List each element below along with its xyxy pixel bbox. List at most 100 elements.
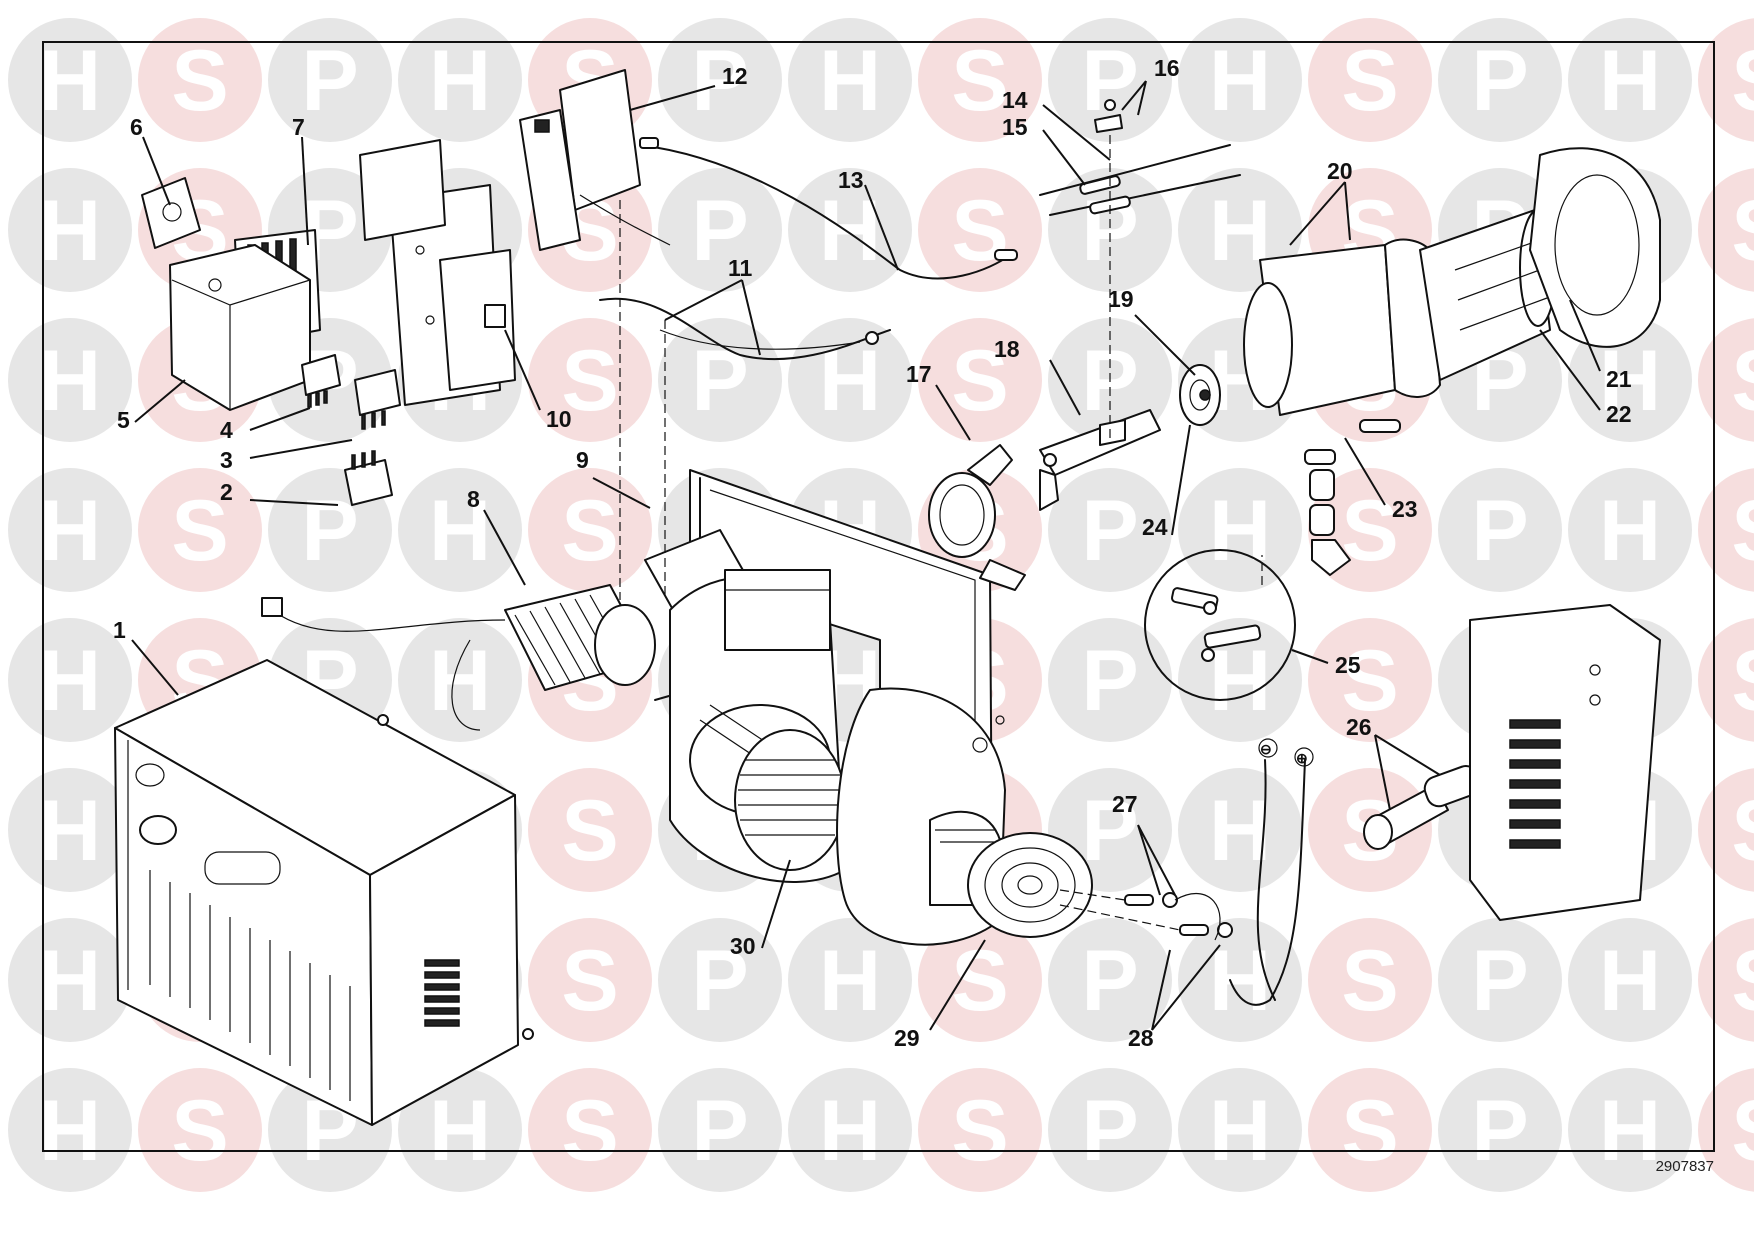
part-connector-3[interactable]: [354, 369, 401, 430]
watermark-letter: S: [1341, 483, 1398, 579]
part-mounting-plate[interactable]: [359, 139, 666, 600]
callout-14: 14: [1002, 87, 1028, 113]
watermark-letter: P: [301, 33, 358, 129]
watermark-disc: [788, 318, 912, 442]
callout-20: 20: [1327, 158, 1353, 184]
watermark-disc: [1308, 618, 1432, 742]
watermark-letter: P: [691, 333, 748, 429]
watermark-disc: [788, 168, 912, 292]
watermark-disc: [788, 1068, 912, 1192]
watermark-letter: S: [1341, 33, 1398, 129]
watermark-letter: H: [429, 1083, 491, 1179]
watermark-disc: [8, 618, 132, 742]
watermark-letter: P: [1081, 1083, 1138, 1179]
part-bracket[interactable]: [389, 184, 516, 406]
watermark-letter: S: [1731, 483, 1754, 579]
part-electrode-holder[interactable]: [1039, 409, 1161, 511]
callout-19: 19: [1108, 286, 1134, 312]
callout-2: 2: [220, 479, 233, 505]
watermark-disc: [1568, 1068, 1692, 1192]
watermark-disc: [1308, 918, 1432, 1042]
watermark-disc: [918, 1068, 1042, 1192]
watermark-letter: H: [39, 933, 101, 1029]
callout-22: 22: [1606, 401, 1632, 427]
part-gasket[interactable]: [1529, 147, 1661, 348]
watermark-disc: [788, 18, 912, 142]
watermark-disc: [1308, 1068, 1432, 1192]
watermark-letter: S: [1731, 333, 1754, 429]
watermark-disc: [398, 18, 522, 142]
watermark-disc: [1698, 18, 1754, 142]
callout-labels: 1 2 3 4 5 6 7 8 9 10 11 12 13 14 15 16 1…: [113, 55, 1632, 1051]
part-reset-button[interactable]: [141, 177, 201, 249]
watermark-disc: [918, 918, 1042, 1042]
watermark-disc: [268, 18, 392, 142]
watermark-letter: S: [1731, 33, 1754, 129]
part-motor[interactable]: [261, 584, 691, 731]
watermark-letter: S: [171, 483, 228, 579]
part-flange-clamp[interactable]: [928, 444, 1026, 591]
part-ignition-leads[interactable]: [599, 137, 1018, 360]
watermark-disc: [528, 768, 652, 892]
watermark-letter: P: [691, 933, 748, 1029]
callout-11: 11: [728, 255, 753, 281]
part-side-panel[interactable]: [1469, 604, 1661, 921]
callout-21: 21: [1606, 366, 1632, 392]
part-cables: ⊖ ⊕: [1229, 738, 1314, 1006]
part-volute[interactable]: [836, 687, 1006, 946]
watermark-letter: P: [301, 483, 358, 579]
watermark-letter: H: [39, 783, 101, 879]
watermark-letter: H: [1599, 333, 1661, 429]
part-pipe-fittings[interactable]: [1304, 419, 1401, 576]
part-cover[interactable]: [114, 659, 534, 1126]
watermark-disc: [8, 168, 132, 292]
callout-18: 18: [994, 336, 1020, 362]
watermark-disc: [1568, 918, 1692, 1042]
part-electrodes[interactable]: [1039, 99, 1241, 440]
watermark-letter: P: [1081, 483, 1138, 579]
part-fan-wheel[interactable]: [734, 729, 846, 871]
watermark-letter: P: [1471, 1083, 1528, 1179]
watermark-letter: P: [1081, 783, 1138, 879]
watermark-letter: H: [1599, 33, 1661, 129]
watermark-disc: [918, 318, 1042, 442]
watermark-disc: [1698, 318, 1754, 442]
part-control-box[interactable]: [169, 244, 311, 411]
watermark-disc: [1568, 18, 1692, 142]
watermark-letter: S: [1341, 633, 1398, 729]
watermark-letter: P: [1471, 33, 1528, 129]
part-connector-2[interactable]: [344, 450, 393, 506]
watermark-disc: [1438, 918, 1562, 1042]
callout-leaders: [131, 80, 1601, 1031]
callout-15: 15: [1002, 114, 1028, 140]
watermark-letter: H: [429, 483, 491, 579]
watermark-letter: S: [561, 483, 618, 579]
watermark-letter: H: [39, 333, 101, 429]
part-connector-4[interactable]: [301, 354, 341, 408]
watermark-letter: S: [561, 933, 618, 1029]
part-blast-tube[interactable]: [1243, 209, 1557, 416]
negative-terminal-symbol: ⊖: [1260, 741, 1272, 757]
part-nozzle-assembly[interactable]: [1179, 364, 1221, 426]
part-ignition-transformer[interactable]: [519, 69, 671, 251]
watermark-letter: H: [429, 33, 491, 129]
watermark-disc: [1438, 18, 1562, 142]
watermark-disc: [1178, 918, 1302, 1042]
watermark-letter: H: [819, 933, 881, 1029]
watermark-letter: S: [951, 33, 1008, 129]
watermark-letter: S: [1731, 183, 1754, 279]
watermark-letter: H: [1599, 1083, 1661, 1179]
watermark-disc: [1048, 18, 1172, 142]
watermark-disc: [8, 768, 132, 892]
part-air-shutter[interactable]: [967, 832, 1093, 938]
callout-8: 8: [467, 486, 480, 512]
part-detail-circle[interactable]: [1144, 549, 1296, 701]
part-springs[interactable]: [1059, 889, 1233, 941]
callout-1: 1: [113, 617, 126, 643]
part-capacitor[interactable]: [1363, 763, 1483, 850]
watermark-letter: H: [1209, 633, 1271, 729]
watermark-disc: [398, 468, 522, 592]
watermark-disc: [1048, 618, 1172, 742]
watermark-letter: S: [171, 1083, 228, 1179]
